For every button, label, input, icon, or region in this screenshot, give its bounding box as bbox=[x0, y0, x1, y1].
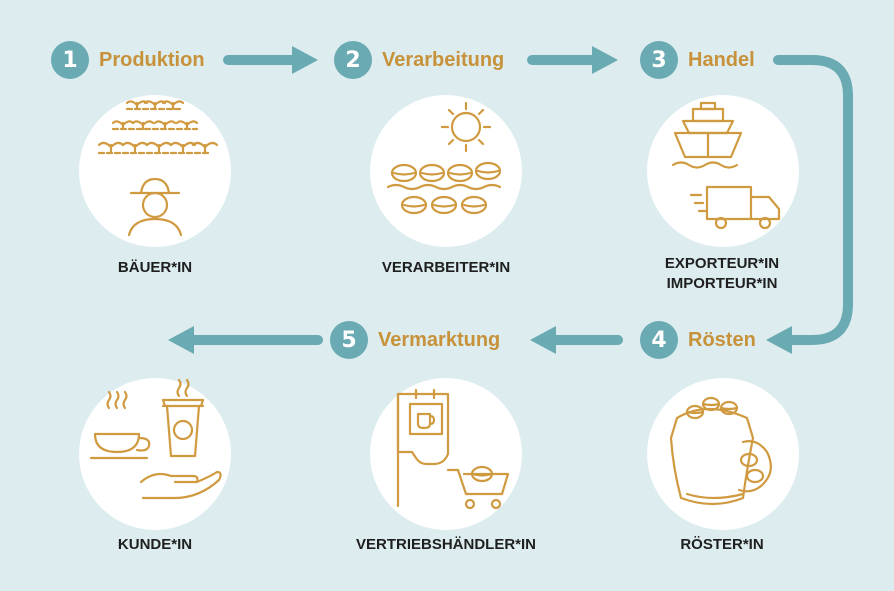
arrow-5-to-customer bbox=[168, 326, 323, 354]
step-title: Produktion bbox=[99, 48, 205, 71]
step-title: Handel bbox=[688, 48, 755, 71]
actor-label: VERARBEITER*IN bbox=[381, 259, 511, 276]
step-2-header: 2 Verarbeitung bbox=[334, 41, 504, 79]
ship-truck-icon bbox=[647, 95, 799, 247]
step-number-badge: 5 bbox=[330, 321, 368, 359]
farmer-plants-icon bbox=[79, 95, 231, 247]
shop-cart-icon bbox=[370, 378, 522, 530]
step-number-badge: 4 bbox=[640, 321, 678, 359]
step-4-header: 4 Rösten bbox=[640, 321, 756, 359]
step-number-badge: 3 bbox=[640, 41, 678, 79]
arrow-2-to-3 bbox=[527, 46, 618, 74]
arrow-4-to-5 bbox=[530, 326, 623, 354]
coffee-sack-icon bbox=[647, 378, 799, 530]
actor-label: RÖSTER*IN bbox=[680, 536, 764, 553]
step-3-header: 3 Handel bbox=[640, 41, 755, 79]
coffee-cups-hand-icon bbox=[79, 378, 231, 530]
actor-label: EXPORTEUR*IN bbox=[664, 255, 780, 272]
sun-drying-beans-icon bbox=[370, 95, 522, 247]
step-title: Verarbeitung bbox=[382, 48, 505, 71]
actor-label: BÄUER*IN bbox=[117, 259, 193, 276]
step-number-badge: 2 bbox=[334, 41, 372, 79]
arrow-3-to-4 bbox=[766, 55, 853, 354]
step-title: Vermarktung bbox=[378, 328, 501, 351]
step-number-badge: 1 bbox=[51, 41, 89, 79]
actor-label: KUNDE*IN bbox=[117, 536, 193, 553]
step-1-header: 1 Produktion bbox=[51, 41, 205, 79]
step-title: Rösten bbox=[688, 328, 756, 351]
actor-label-secondary: IMPORTEUR*IN bbox=[666, 275, 778, 292]
actor-label: VERTRIEBSHÄNDLER*IN bbox=[355, 536, 536, 553]
step-5-header: 5 Vermarktung bbox=[330, 321, 500, 359]
arrow-1-to-2 bbox=[223, 46, 318, 74]
